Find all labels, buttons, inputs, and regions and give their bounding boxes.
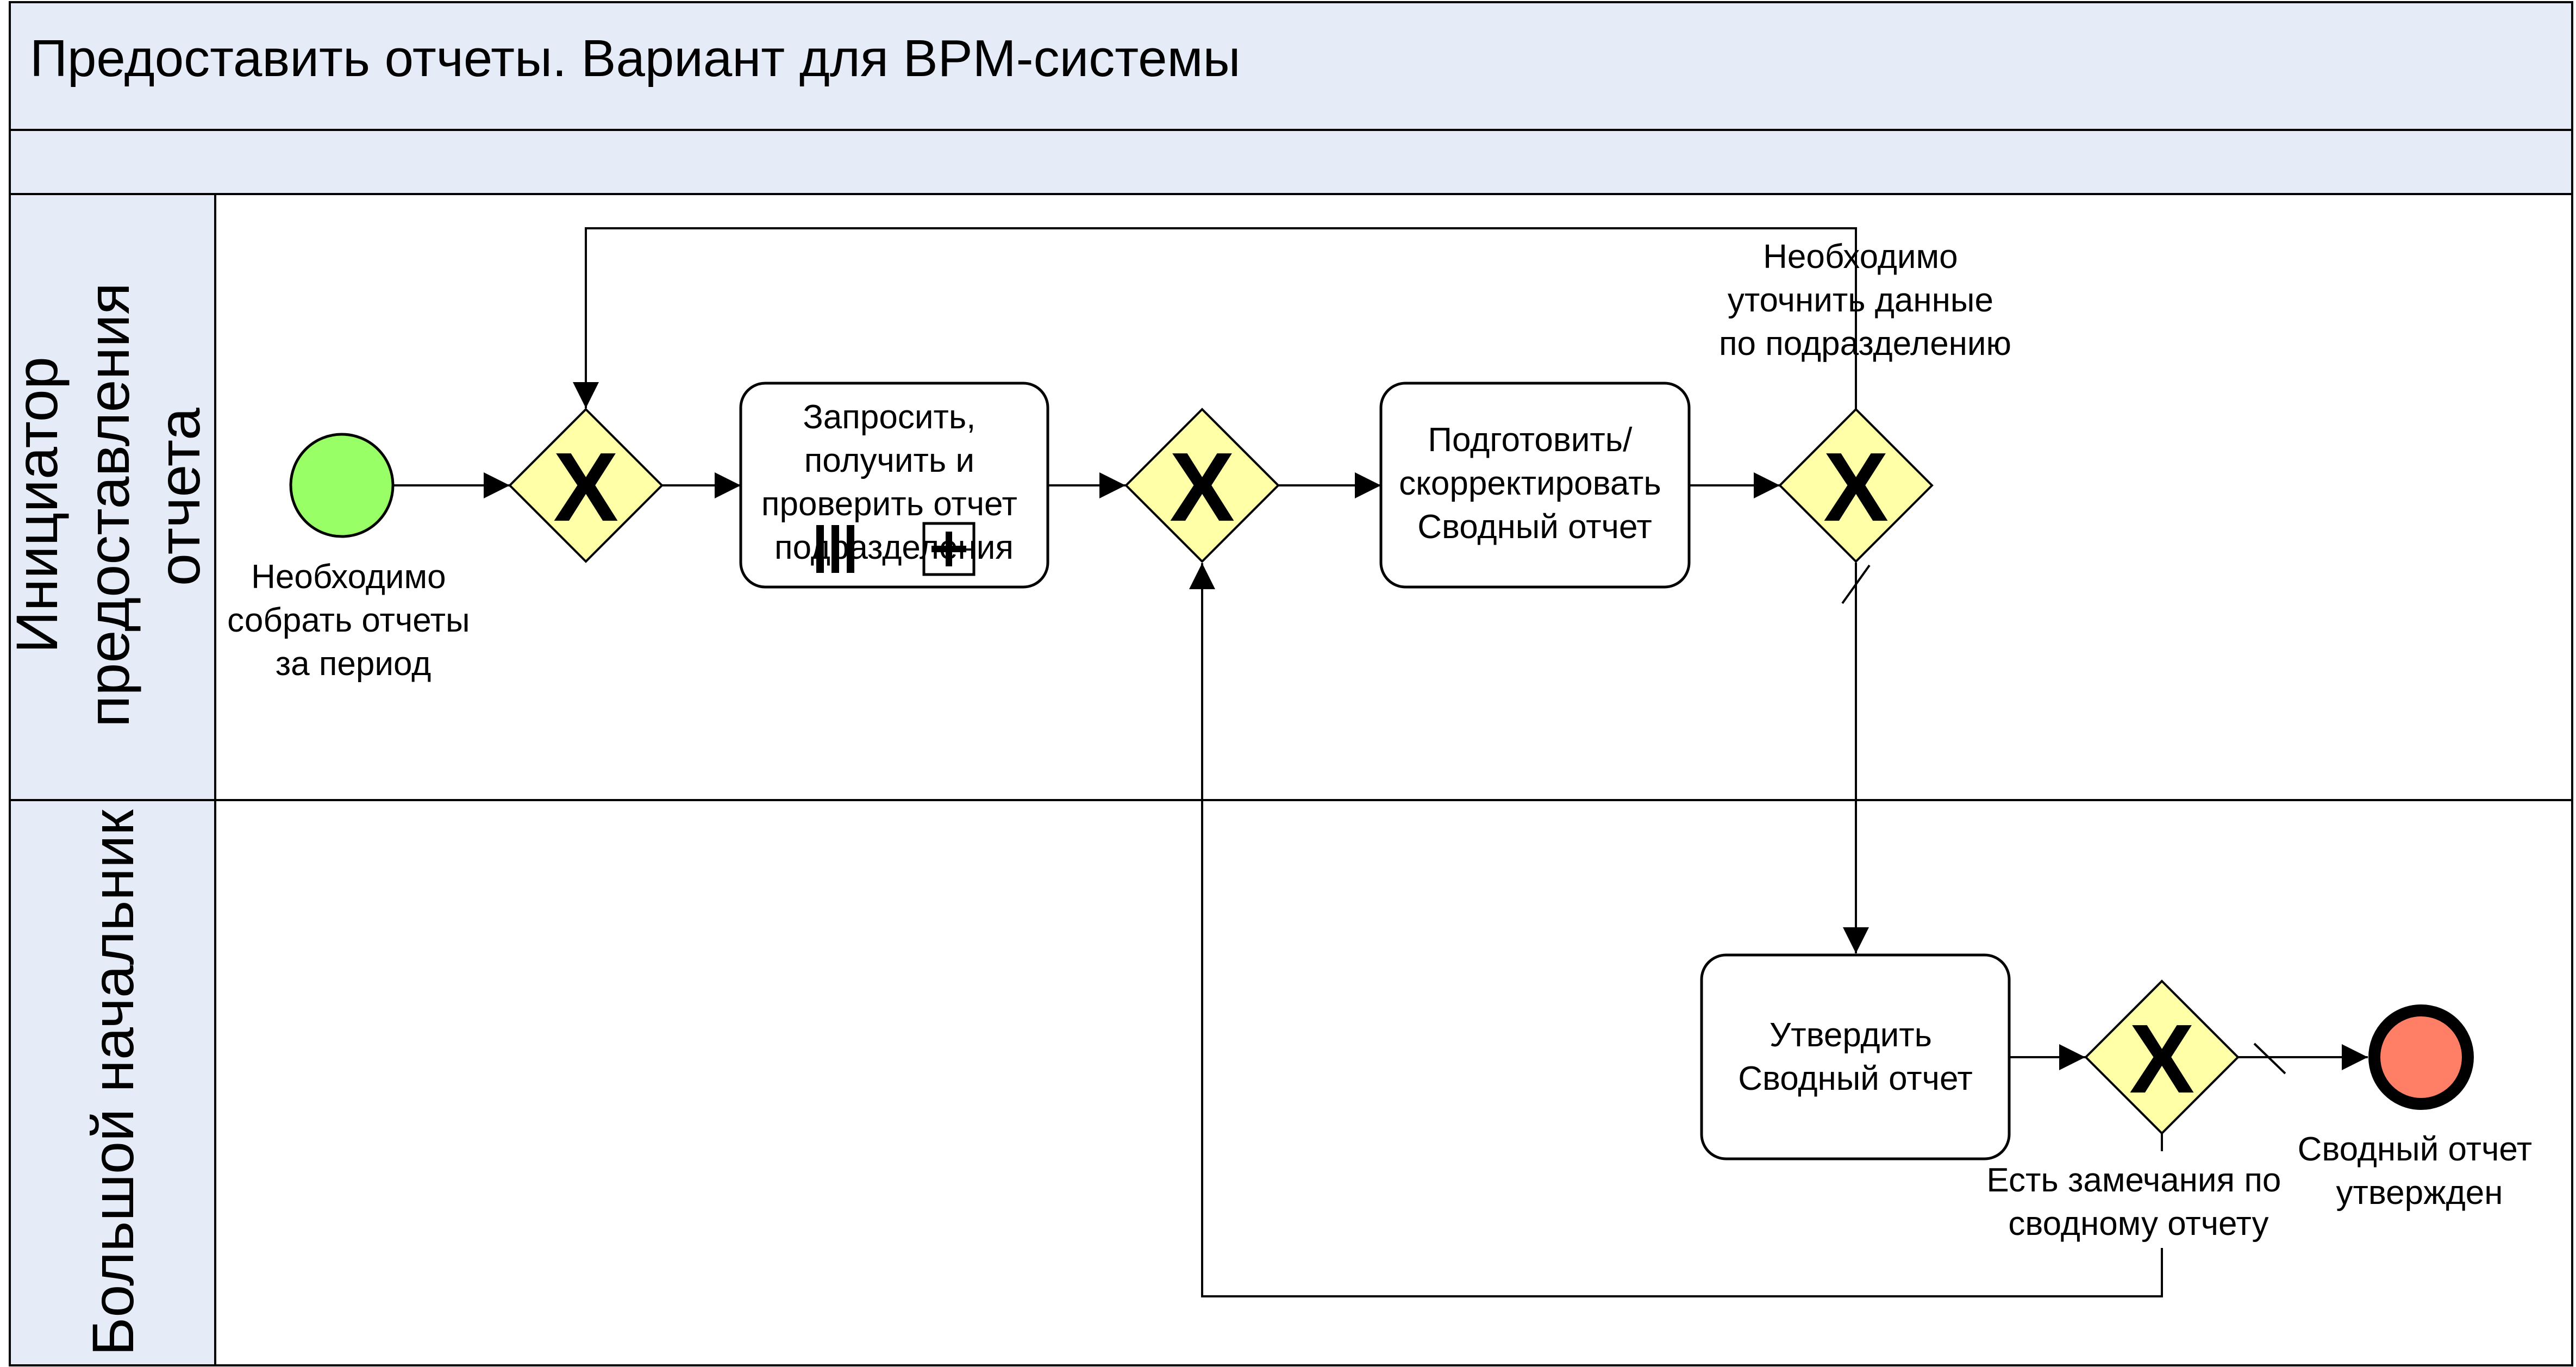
gateway-merge-1[interactable]: X bbox=[508, 408, 664, 563]
gateway-diamond[interactable] bbox=[1124, 408, 1280, 563]
task-request-report[interactable]: Запросить, получить и проверить отчет по… bbox=[739, 382, 1049, 589]
lane-boss-header bbox=[9, 799, 216, 1366]
task-label: Утвердить Сводный отчет bbox=[1738, 1016, 1973, 1097]
start-event[interactable]: Необходимо собрать отчеты за период bbox=[227, 433, 479, 683]
gateway-diamond[interactable] bbox=[1778, 408, 1934, 563]
flow-gateway4-back-to-gateway2 bbox=[1189, 563, 2163, 1297]
start-event-circle[interactable] bbox=[289, 433, 395, 538]
flow-default-slash-gateway3 bbox=[1841, 564, 1871, 604]
task-prepare-summary[interactable]: Подготовить/ скорректировать Сводный отч… bbox=[1379, 382, 1691, 589]
lane-initiator bbox=[9, 193, 2573, 801]
lane-initiator-label: Инициатор предоставления отчета bbox=[4, 266, 212, 727]
sequence-flows bbox=[393, 227, 2368, 1297]
gateway-diamond[interactable] bbox=[508, 408, 664, 563]
lane-initiator-header bbox=[9, 193, 216, 801]
gateway-x-marker: X bbox=[1823, 433, 1889, 542]
gateway-x-marker: X bbox=[2129, 1004, 2194, 1114]
gateway-remarks-label: Есть замечания по сводному отчету bbox=[1986, 1162, 2290, 1243]
task-box[interactable] bbox=[1700, 953, 2011, 1160]
collapsed-subprocess-icon bbox=[922, 522, 976, 576]
lane-boss-label: Большой начальник bbox=[80, 809, 146, 1356]
gateway-remarks[interactable]: X Есть замечания по сводному отчету bbox=[1986, 979, 2290, 1243]
end-event-circle[interactable] bbox=[2368, 1004, 2474, 1110]
gateway-x-marker: X bbox=[553, 433, 618, 542]
gateway-clarify-label: Необходимо уточнить данные по подразделе… bbox=[1719, 238, 2011, 363]
end-event-label: Сводный отчет утвержден bbox=[2298, 1131, 2542, 1212]
pool-title: Предоставить отчеты. Вариант для BPM-сис… bbox=[30, 29, 1241, 88]
flow-gateway3-loop-to-gateway1 bbox=[573, 227, 1857, 409]
task-box[interactable] bbox=[1379, 382, 1691, 589]
gateway-x-marker: X bbox=[1170, 433, 1235, 542]
task-approve-summary[interactable]: Утвердить Сводный отчет bbox=[1700, 953, 2011, 1160]
pool-header: Предоставить отчеты. Вариант для BPM-сис… bbox=[9, 1, 2573, 195]
pool-title-band bbox=[9, 1, 2573, 131]
gateway-clarify[interactable]: X Необходимо уточнить данные по подразде… bbox=[1719, 238, 2011, 563]
start-event-label: Необходимо собрать отчеты за период bbox=[227, 558, 479, 683]
task-label: Подготовить/ скорректировать Сводный отч… bbox=[1399, 421, 1671, 546]
gateway-merge-2[interactable]: X bbox=[1124, 408, 1280, 563]
flow-default-slash-gateway4 bbox=[2253, 1043, 2286, 1075]
parallel-multi-instance-icon bbox=[816, 525, 854, 573]
end-event[interactable]: Сводный отчет утвержден bbox=[2298, 1004, 2542, 1212]
pool-subheader-band bbox=[9, 129, 2573, 195]
